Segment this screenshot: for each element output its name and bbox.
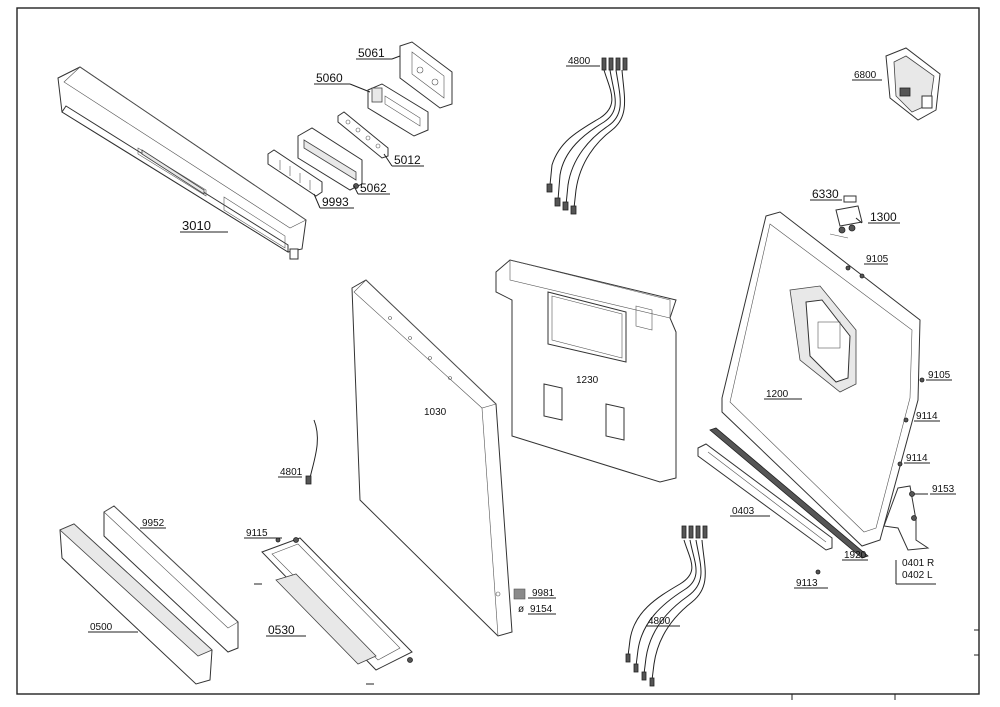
key-strip-9993 [267,149,323,197]
screw-marks [275,265,925,575]
label-9105-a: 9105 [866,254,889,265]
label-5061: 5061 [358,46,385,60]
label-1230: 1230 [576,375,599,386]
outer-door-panel-1030 [351,279,513,637]
plinth-9952 [103,505,239,653]
label-9993: 9993 [322,195,349,209]
hinge-bracket-0401-0402 [883,485,930,551]
label-9154: 9154 [530,604,553,615]
cable-harness-4800-top [546,57,628,215]
label-4801: 4801 [280,467,303,478]
leader-lines [88,55,956,637]
drawing-frame [16,7,980,695]
label-4800-bottom: 4800 [648,616,671,627]
hinge-parts-6330-1300 [829,195,863,239]
label-1030: 1030 [424,407,447,418]
cable-4801 [305,419,318,485]
label-5060: 5060 [316,71,343,85]
label-1920: 1920 [844,550,867,561]
label-9114-a: 9114 [916,411,938,422]
label-9114-b: 9114 [906,453,928,464]
label-3010: 3010 [182,218,211,233]
swatch-9981 [513,588,526,600]
board-5060 [367,83,429,137]
label-9981: 9981 [532,588,555,599]
label-9113: 9113 [796,578,818,589]
gasket-strip-1920 [709,427,869,559]
label-4800-top: 4800 [568,56,591,67]
label-6800: 6800 [854,70,877,81]
bottom-bracket-0530 [254,537,413,685]
label-6330: 6330 [812,187,839,201]
cable-harness-4800-bottom [625,525,708,687]
button-strip-5012 [337,111,389,159]
label-1200: 1200 [766,389,789,400]
insulation-panel-1230 [495,259,677,483]
label-0500: 0500 [90,622,113,633]
label-0401: 0401 R [902,558,934,569]
label-1300: 1300 [870,210,897,224]
label-5012: 5012 [394,153,421,167]
label-0403: 0403 [732,506,755,517]
diameter-symbol: ø [518,604,524,615]
label-9153: 9153 [932,484,955,495]
module-5061 [399,41,453,109]
label-0402: 0402 L [902,570,933,581]
control-panel-3010 [57,66,307,260]
inner-door-1200 [721,211,921,547]
label-9105-b: 9105 [928,370,951,381]
rail-0403 [697,443,833,551]
label-5062: 5062 [360,181,387,195]
plinth-front-0500 [59,523,213,685]
label-9115: 9115 [246,528,268,539]
label-9952: 9952 [142,518,165,529]
label-0530: 0530 [268,623,295,637]
door-lock-6800 [885,47,941,121]
